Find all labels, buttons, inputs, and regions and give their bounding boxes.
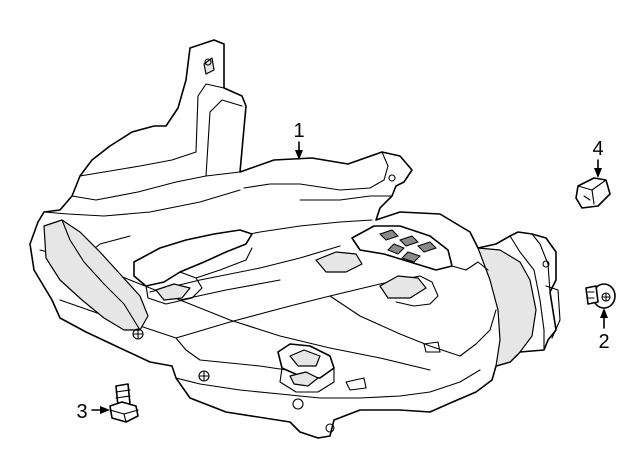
arrow-1: [295, 150, 303, 160]
callout-1: 1: [293, 120, 304, 142]
callout-4: 4: [592, 138, 603, 160]
arrow-4: [594, 168, 602, 178]
arrow-3: [100, 406, 110, 414]
callout-2: 2: [598, 331, 609, 353]
splash-shield-drawing: [29, 39, 561, 439]
bolt-drawing: [109, 383, 139, 423]
leader-lines: [91, 141, 608, 414]
clip-drawing: [575, 177, 611, 209]
arrow-2: [600, 308, 608, 318]
push-pin-drawing: [585, 283, 616, 309]
callout-3: 3: [76, 401, 87, 423]
